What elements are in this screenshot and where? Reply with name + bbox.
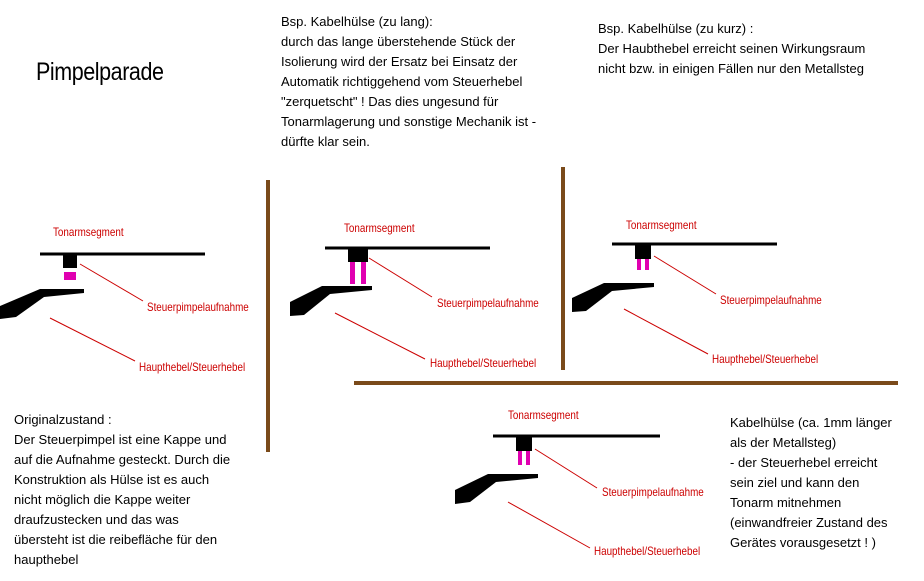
main-lever (455, 474, 538, 504)
sleeve-left (518, 451, 522, 465)
note-too-short: Bsp. Kabelhülse (zu kurz) : Der Haubtheb… (598, 19, 865, 79)
note-line: als der Metallsteg) (730, 435, 837, 450)
label-tonearm-segment: Tonarmsegment (344, 221, 415, 235)
note-line: (einwandfreier Zustand des (730, 515, 888, 530)
control-pimple (64, 272, 76, 280)
cap-mount (516, 437, 532, 451)
leader-cap-mount (368, 257, 433, 298)
note-correct: Kabelhülse (ca. 1mm länger als der Metal… (730, 413, 892, 553)
label-cap-mount: Steuerpimpelaufnahme (147, 300, 249, 314)
label-cap-mount: Steuerpimpelaufnahme (437, 296, 539, 310)
note-line: sein ziel und kann den (730, 475, 860, 490)
main-lever (0, 289, 84, 319)
note-line: Konstruktion als Hülse ist es auch (14, 472, 210, 487)
leader-cap-mount (534, 448, 598, 489)
cap-mount (635, 245, 651, 259)
leader-lever (49, 317, 136, 362)
leader-cap-mount (79, 263, 144, 302)
note-line: Automatik richtiggehend vom Steuerhebel (281, 74, 523, 89)
note-line: "zerquetscht" ! Das dies ungesund für (281, 94, 499, 109)
label-main-lever: Haupthebel/Steuerhebel (594, 544, 701, 558)
label-tonearm-segment: Tonarmsegment (508, 408, 579, 422)
note-line: Der Steuerpimpel ist eine Kappe und (14, 432, 227, 447)
page-title: Pimpelparade (36, 58, 164, 86)
panel-too-short (572, 242, 777, 355)
note-original: Originalzustand : Der Steuerpimpel ist e… (14, 410, 230, 570)
note-line: übersteht ist die reibefläche für den (14, 532, 218, 547)
label-main-lever: Haupthebel/Steuerhebel (139, 360, 246, 374)
label-tonearm-segment: Tonarmsegment (626, 218, 697, 232)
note-line: Kabelhülse (ca. 1mm länger (730, 415, 892, 430)
label-cap-mount: Steuerpimpelaufnahme (720, 293, 822, 307)
panel-correct (455, 434, 660, 549)
note-line: nicht möglich die Kappe weiter (14, 492, 191, 507)
sleeve-right (645, 259, 649, 270)
note-line: Originalzustand : (14, 412, 112, 427)
leader-lever (507, 501, 591, 549)
panel-original (0, 252, 205, 362)
main-lever (290, 286, 372, 316)
note-line: haupthebel (14, 552, 79, 567)
leader-cap-mount (653, 255, 717, 295)
cap-mount (63, 255, 77, 268)
note-line: Der Haubthebel erreicht seinen Wirkungsr… (598, 41, 866, 56)
note-line: Tonarm mitnehmen (730, 495, 842, 510)
note-line: Bsp. Kabelhülse (zu kurz) : (598, 21, 754, 36)
note-line: Isolierung wird der Ersatz bei Einsatz d… (281, 54, 518, 69)
label-main-lever: Haupthebel/Steuerhebel (430, 356, 537, 370)
label-tonearm-segment: Tonarmsegment (53, 225, 124, 239)
panel-too-long (290, 246, 490, 360)
leader-lever (623, 308, 709, 355)
sleeve-left (350, 262, 355, 284)
note-line: dürfte klar sein. (281, 134, 370, 149)
note-line: Tonarmlagerung und sonstige Mechanik ist… (281, 114, 537, 129)
note-too-long: Bsp. Kabelhülse (zu lang): durch das lan… (281, 12, 536, 152)
note-line: auf die Aufnahme gesteckt. Durch die (14, 452, 231, 467)
leader-lever (334, 312, 426, 360)
note-line: Gerätes vorausgesetzt ! ) (730, 535, 876, 550)
note-line: Bsp. Kabelhülse (zu lang): (281, 14, 433, 29)
sleeve-right (526, 451, 530, 465)
sleeve-left (637, 259, 641, 270)
note-line: - der Steuerhebel erreicht (730, 455, 878, 470)
label-cap-mount: Steuerpimpelaufnahme (602, 485, 704, 499)
sleeve-right (361, 262, 366, 284)
main-lever (572, 283, 654, 312)
note-line: draufzustecken und das was (14, 512, 179, 527)
cap-mount (348, 249, 368, 262)
note-line: durch das lange überstehende Stück der (281, 34, 516, 49)
note-line: nicht bzw. in einigen Fällen nur den Met… (598, 61, 864, 76)
label-main-lever: Haupthebel/Steuerhebel (712, 352, 819, 366)
